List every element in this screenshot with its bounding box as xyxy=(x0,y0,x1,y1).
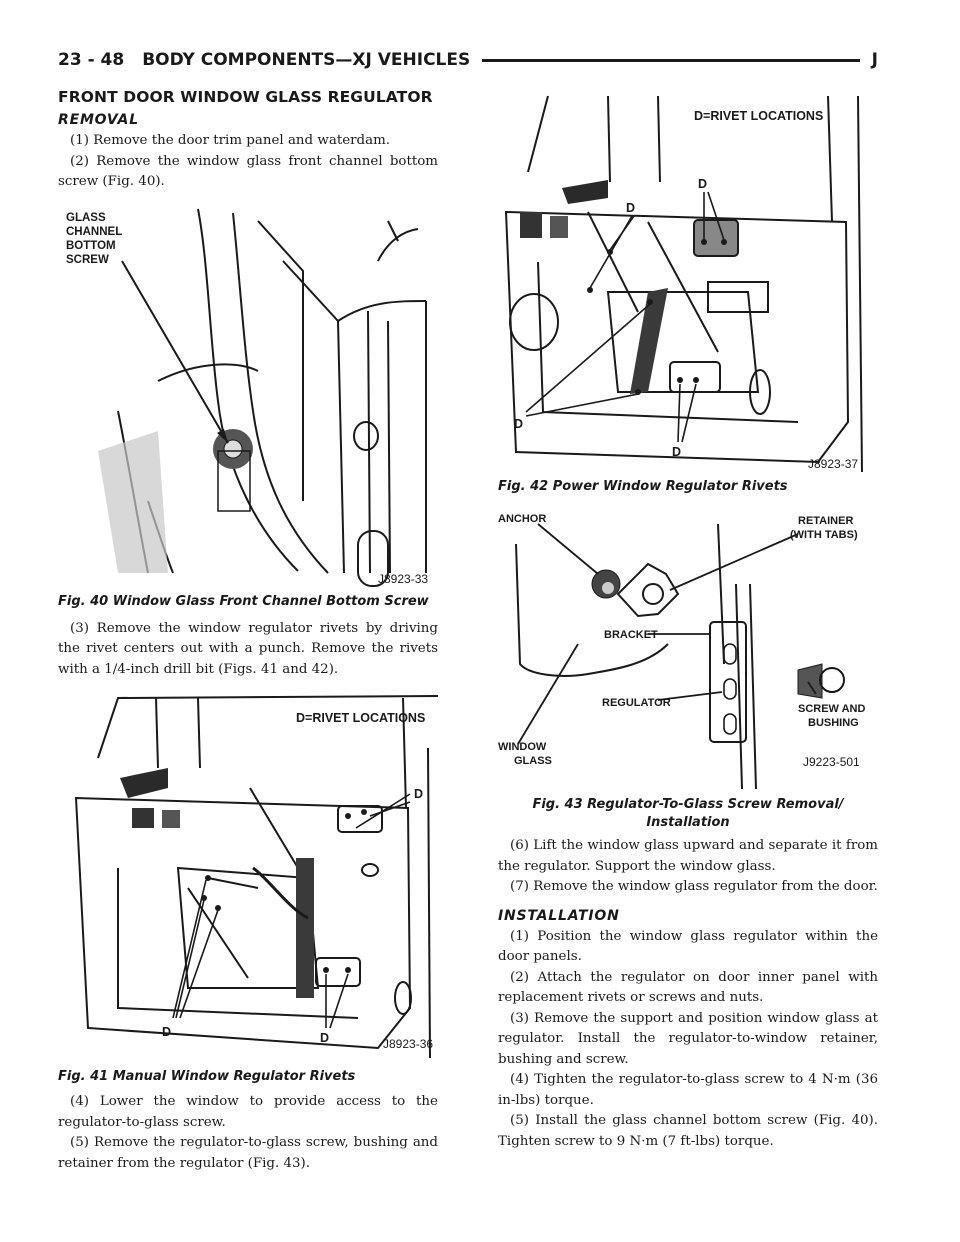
install-step-5: (5) Install the glass channel bottom scr… xyxy=(498,1113,878,1149)
removal-step-6: (6) Lift the window glass upward and sep… xyxy=(498,838,878,874)
figure-42: D=RIVET LOCATIONS D D D D J8923-37 Fig. … xyxy=(498,92,878,496)
fig42-marker-d-3: D xyxy=(514,417,523,431)
install-step-2: (2) Attach the regulator on door inner p… xyxy=(498,969,878,1006)
fig40-illustration: GLASS CHANNEL BOTTOM SCREW J8923-33 xyxy=(66,208,428,587)
fig43-label-retainer-2: (WITH TABS) xyxy=(790,529,858,541)
install-step-4: (4) Tighten the regulator-to-glass screw… xyxy=(498,1072,878,1108)
right-column: D=RIVET LOCATIONS D D D D J8923-37 Fig. … xyxy=(498,92,878,1152)
section-title: FRONT DOOR WINDOW GLASS REGULATOR xyxy=(58,88,433,106)
removal-step-5: (5) Remove the regulator-to-glass screw,… xyxy=(58,1135,438,1171)
install-step-3: (3) Remove the support and position wind… xyxy=(498,1010,878,1067)
figure-40: GLASS CHANNEL BOTTOM SCREW J8923-33 Fig.… xyxy=(58,201,438,611)
edition-letter: J xyxy=(871,50,878,70)
fig43-code: J9223-501 xyxy=(803,755,860,769)
removal-heading: REMOVAL xyxy=(58,112,139,128)
page-header: 23 - 48 BODY COMPONENTS—XJ VEHICLES J xyxy=(58,48,878,72)
removal-step-2: (2) Remove the window glass front channe… xyxy=(58,153,438,190)
fig41-marker-d-1: D xyxy=(414,787,423,801)
removal-step-3: (3) Remove the window regulator rivets b… xyxy=(58,620,438,677)
fig41-legend: D=RIVET LOCATIONS xyxy=(296,711,425,725)
fig40-code: J8923-33 xyxy=(378,572,428,586)
fig43-label-retainer-1: RETAINER xyxy=(798,515,853,527)
fig41-caption: Fig. 41 Manual Window Regulator Rivets xyxy=(58,1069,356,1084)
removal-step-1: (1) Remove the door trim panel and water… xyxy=(70,133,391,148)
header-rule xyxy=(482,58,860,62)
fig43-label-screw-2: BUSHING xyxy=(808,717,859,729)
fig42-illustration: D=RIVET LOCATIONS D D D D J8923-37 xyxy=(504,95,863,473)
fig40-caption: Fig. 40 Window Glass Front Channel Botto… xyxy=(58,593,429,609)
install-step-1: (1) Position the window glass regulator … xyxy=(498,928,878,965)
fig43-label-screw-1: SCREW AND xyxy=(798,703,865,715)
fig43-caption-line-2: Installation xyxy=(646,815,730,830)
fig41-marker-d-2: D xyxy=(162,1025,171,1039)
fig42-legend: D=RIVET LOCATIONS xyxy=(694,109,823,123)
fig40-callout-2: CHANNEL xyxy=(66,226,122,238)
fig43-label-bracket: BRACKET xyxy=(604,629,658,641)
fig41-illustration: D=RIVET LOCATIONS D D D J8923-36 xyxy=(74,695,438,1059)
installation-heading: INSTALLATION xyxy=(498,907,620,924)
figure-43: ANCHOR RETAINER (WITH TABS) BRACKET REGU… xyxy=(498,504,878,832)
fig43-illustration: ANCHOR RETAINER (WITH TABS) BRACKET REGU… xyxy=(498,513,865,790)
fig42-code: J8923-37 xyxy=(808,457,858,471)
fig40-callout-3: BOTTOM xyxy=(66,240,116,252)
fig42-marker-d-4: D xyxy=(672,445,681,459)
fig42-marker-d-1: D xyxy=(698,177,707,191)
fig41-code: J8923-36 xyxy=(383,1037,433,1051)
fig41-marker-d-3: D xyxy=(320,1031,329,1045)
fig40-callout-1: GLASS xyxy=(66,212,106,224)
fig43-label-window-2: GLASS xyxy=(514,755,552,767)
fig40-callout-4: SCREW xyxy=(66,254,109,266)
page-number: 23 - 48 xyxy=(58,50,125,70)
removal-step-4: (4) Lower the window to provide access t… xyxy=(58,1094,438,1130)
figure-41: D=RIVET LOCATIONS D D D J8923-36 Fig. 41… xyxy=(58,688,438,1086)
removal-step-7: (7) Remove the window glass regulator fr… xyxy=(510,879,878,894)
fig42-caption: Fig. 42 Power Window Regulator Rivets xyxy=(498,479,788,494)
fig43-label-regulator: REGULATOR xyxy=(602,697,671,709)
left-column: FRONT DOOR WINDOW GLASS REGULATOR REMOVA… xyxy=(58,88,438,1174)
fig43-label-anchor: ANCHOR xyxy=(498,513,546,525)
fig43-caption-line-1: Fig. 43 Regulator-To-Glass Screw Removal… xyxy=(532,797,844,812)
fig43-label-window-1: WINDOW xyxy=(498,741,547,753)
header-title: BODY COMPONENTS—XJ VEHICLES xyxy=(142,50,471,70)
fig42-marker-d-2: D xyxy=(626,201,635,215)
